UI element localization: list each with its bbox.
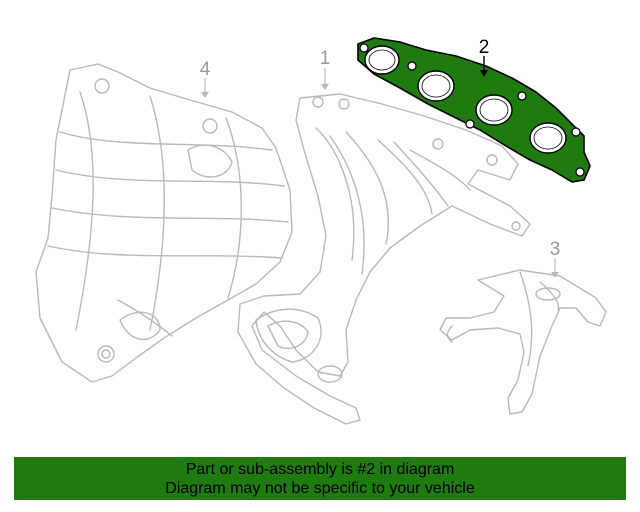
- part-3-bracket[interactable]: [439, 269, 607, 415]
- gasket-port-1: [364, 45, 400, 75]
- gasket-bolt-hole: [571, 127, 581, 137]
- part-2-exhaust-gasket[interactable]: [357, 37, 591, 183]
- callout-2[interactable]: 2: [479, 37, 490, 58]
- info-banner: Part or sub-assembly is #2 in diagram Di…: [14, 457, 626, 500]
- gasket-bolt-hole: [407, 61, 417, 71]
- callout-3[interactable]: 3: [550, 239, 561, 260]
- gasket-bolt-hole: [517, 91, 527, 101]
- gasket-bolt-hole: [575, 167, 585, 177]
- banner-line-1: Part or sub-assembly is #2 in diagram: [185, 461, 455, 478]
- parts-diagram: 1 2 3 4: [35, 37, 607, 425]
- banner-line-2: Diagram may not be specific to your vehi…: [165, 480, 475, 497]
- callout-leaders: [201, 56, 559, 278]
- gasket-bolt-hole: [359, 43, 369, 53]
- gasket-port-3: [475, 94, 513, 126]
- callout-1[interactable]: 1: [320, 48, 331, 69]
- gasket-port-2: [417, 70, 455, 102]
- gasket-port-4: [529, 122, 567, 154]
- part-1-exhaust-manifold[interactable]: [237, 93, 531, 425]
- gasket-bolt-hole: [465, 119, 475, 129]
- part-4-heat-shield[interactable]: [35, 63, 293, 383]
- callout-4[interactable]: 4: [200, 59, 211, 80]
